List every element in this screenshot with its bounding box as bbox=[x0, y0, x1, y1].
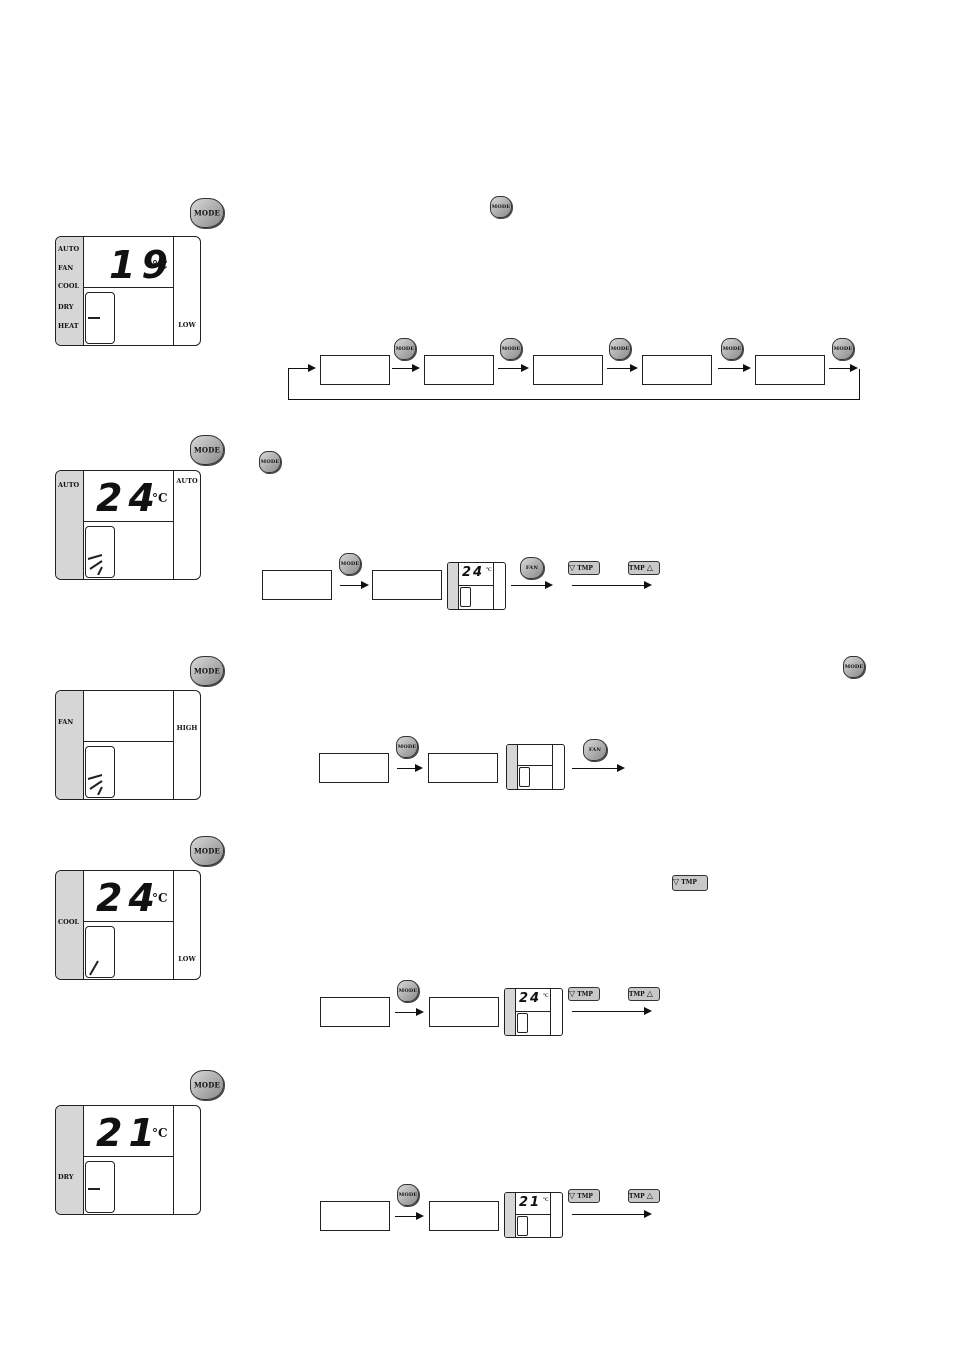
temp-down-button[interactable]: ▽ TMP bbox=[568, 1189, 600, 1203]
mini-lcd bbox=[506, 744, 565, 790]
temperature-unit: °C bbox=[152, 891, 168, 905]
flow-box bbox=[428, 753, 498, 783]
flow-arrow bbox=[392, 364, 420, 372]
flow-arrow bbox=[397, 764, 423, 772]
mini-lcd: 21°C bbox=[504, 1192, 563, 1238]
mode-button-step[interactable]: MODE bbox=[396, 736, 418, 758]
mode-column bbox=[56, 237, 84, 345]
flow-box bbox=[372, 570, 442, 600]
flow-box bbox=[642, 355, 712, 385]
flow-arrow bbox=[498, 364, 529, 372]
temperature-display: 24 bbox=[96, 876, 161, 920]
lcd-panel-cool: COOL 24 °C LOW bbox=[55, 870, 201, 980]
swing-icon bbox=[87, 774, 103, 795]
mode-button-inline[interactable]: MODE bbox=[843, 656, 865, 678]
mode-label-dry: DRY bbox=[58, 303, 74, 311]
mode-label-cool: COOL bbox=[58, 918, 80, 926]
flow-arrow bbox=[829, 364, 858, 372]
flow-box bbox=[320, 1201, 390, 1231]
flow-arrow bbox=[572, 1210, 652, 1218]
flow-box bbox=[424, 355, 494, 385]
flow-arrow bbox=[340, 581, 369, 589]
fan-button[interactable]: FAN bbox=[520, 557, 544, 579]
mode-button-step[interactable]: MODE bbox=[397, 980, 419, 1002]
flow-arrow bbox=[572, 1007, 652, 1015]
mode-button-inline[interactable]: MODE bbox=[490, 196, 512, 218]
temp-up-button[interactable]: TMP △ bbox=[628, 1189, 660, 1203]
temperature-display: 21 bbox=[96, 1111, 161, 1155]
flow-box bbox=[319, 753, 389, 783]
mini-lcd: 24°C bbox=[447, 562, 506, 610]
mode-label-fan: FAN bbox=[58, 718, 74, 726]
louver-icon bbox=[85, 746, 115, 798]
louver-icon bbox=[85, 292, 115, 344]
louver-icon bbox=[85, 926, 115, 978]
fan-speed-label: LOW bbox=[178, 955, 196, 963]
mode-label-auto: AUTO bbox=[58, 245, 80, 253]
lcd-panel-auto: AUTO 24 °C AUTO bbox=[55, 470, 201, 580]
temp-up-button[interactable]: TMP △ bbox=[628, 561, 660, 575]
flow-box bbox=[262, 570, 332, 600]
flow-box bbox=[755, 355, 825, 385]
swing-position-icon bbox=[88, 317, 100, 319]
louver-icon bbox=[85, 1161, 115, 1213]
mode-label-fan: FAN bbox=[58, 264, 74, 272]
mode-button-inline[interactable]: MODE bbox=[259, 451, 281, 473]
mode-button-step[interactable]: MODE bbox=[339, 553, 361, 575]
fan-button[interactable]: FAN bbox=[583, 739, 607, 761]
mode-button[interactable]: MODE bbox=[190, 1070, 224, 1100]
mode-button-step[interactable]: MODE bbox=[394, 338, 416, 360]
flow-box bbox=[429, 997, 499, 1027]
swing-icon bbox=[87, 554, 103, 575]
mode-button[interactable]: MODE bbox=[190, 435, 224, 465]
flow-arrow bbox=[395, 1008, 424, 1016]
mode-button-step[interactable]: MODE bbox=[721, 338, 743, 360]
mode-label-dry: DRY bbox=[58, 1173, 74, 1181]
lcd-panel-fan: FAN HIGH bbox=[55, 690, 201, 800]
temp-down-button[interactable]: ▽ TMP bbox=[672, 875, 708, 891]
louver-icon bbox=[85, 526, 115, 578]
fan-speed-label: LOW bbox=[178, 321, 196, 329]
temp-down-button[interactable]: ▽ TMP bbox=[568, 561, 600, 575]
flow-box bbox=[320, 355, 390, 385]
swing-position-icon bbox=[89, 960, 99, 976]
swing-position-icon bbox=[88, 1188, 100, 1190]
mode-button-step[interactable]: MODE bbox=[609, 338, 631, 360]
flow-arrow bbox=[395, 1212, 424, 1220]
mode-button[interactable]: MODE bbox=[190, 656, 224, 686]
mode-button-label: MODE bbox=[193, 208, 221, 218]
flow-box bbox=[429, 1201, 499, 1231]
temp-up-button[interactable]: TMP △ bbox=[628, 987, 660, 1001]
flow-box bbox=[533, 355, 603, 385]
temperature-display: 24 bbox=[96, 476, 161, 520]
flow-arrow-return bbox=[288, 364, 316, 372]
flow-arrow bbox=[572, 764, 625, 772]
temp-down-button[interactable]: ▽ TMP bbox=[568, 987, 600, 1001]
fan-speed-label: AUTO bbox=[176, 477, 198, 485]
temperature-unit: °C bbox=[152, 258, 168, 272]
mode-button-step[interactable]: MODE bbox=[397, 1184, 419, 1206]
flow-arrow bbox=[718, 364, 751, 372]
temperature-display: 19 bbox=[109, 243, 174, 287]
flow-box bbox=[320, 997, 390, 1027]
fan-speed-label: HIGH bbox=[176, 724, 198, 732]
mode-button-step[interactable]: MODE bbox=[832, 338, 854, 360]
mode-label-auto: AUTO bbox=[58, 481, 80, 489]
lcd-panel-dry: DRY 21 °C bbox=[55, 1105, 201, 1215]
temperature-unit: °C bbox=[152, 1126, 168, 1140]
mode-label-cool: COOL bbox=[58, 282, 80, 290]
mode-button-step[interactable]: MODE bbox=[500, 338, 522, 360]
mode-button[interactable]: MODE bbox=[190, 198, 224, 228]
mode-button[interactable]: MODE bbox=[190, 836, 224, 866]
lcd-panel-1: AUTO FAN COOL DRY HEAT 19 °C LOW bbox=[55, 236, 201, 346]
flow-arrow bbox=[511, 581, 553, 589]
mode-label-heat: HEAT bbox=[58, 322, 79, 330]
flow-arrow bbox=[607, 364, 638, 372]
flow-arrow bbox=[572, 581, 652, 589]
temperature-unit: °C bbox=[152, 491, 168, 505]
mini-lcd: 24°C bbox=[504, 988, 563, 1036]
